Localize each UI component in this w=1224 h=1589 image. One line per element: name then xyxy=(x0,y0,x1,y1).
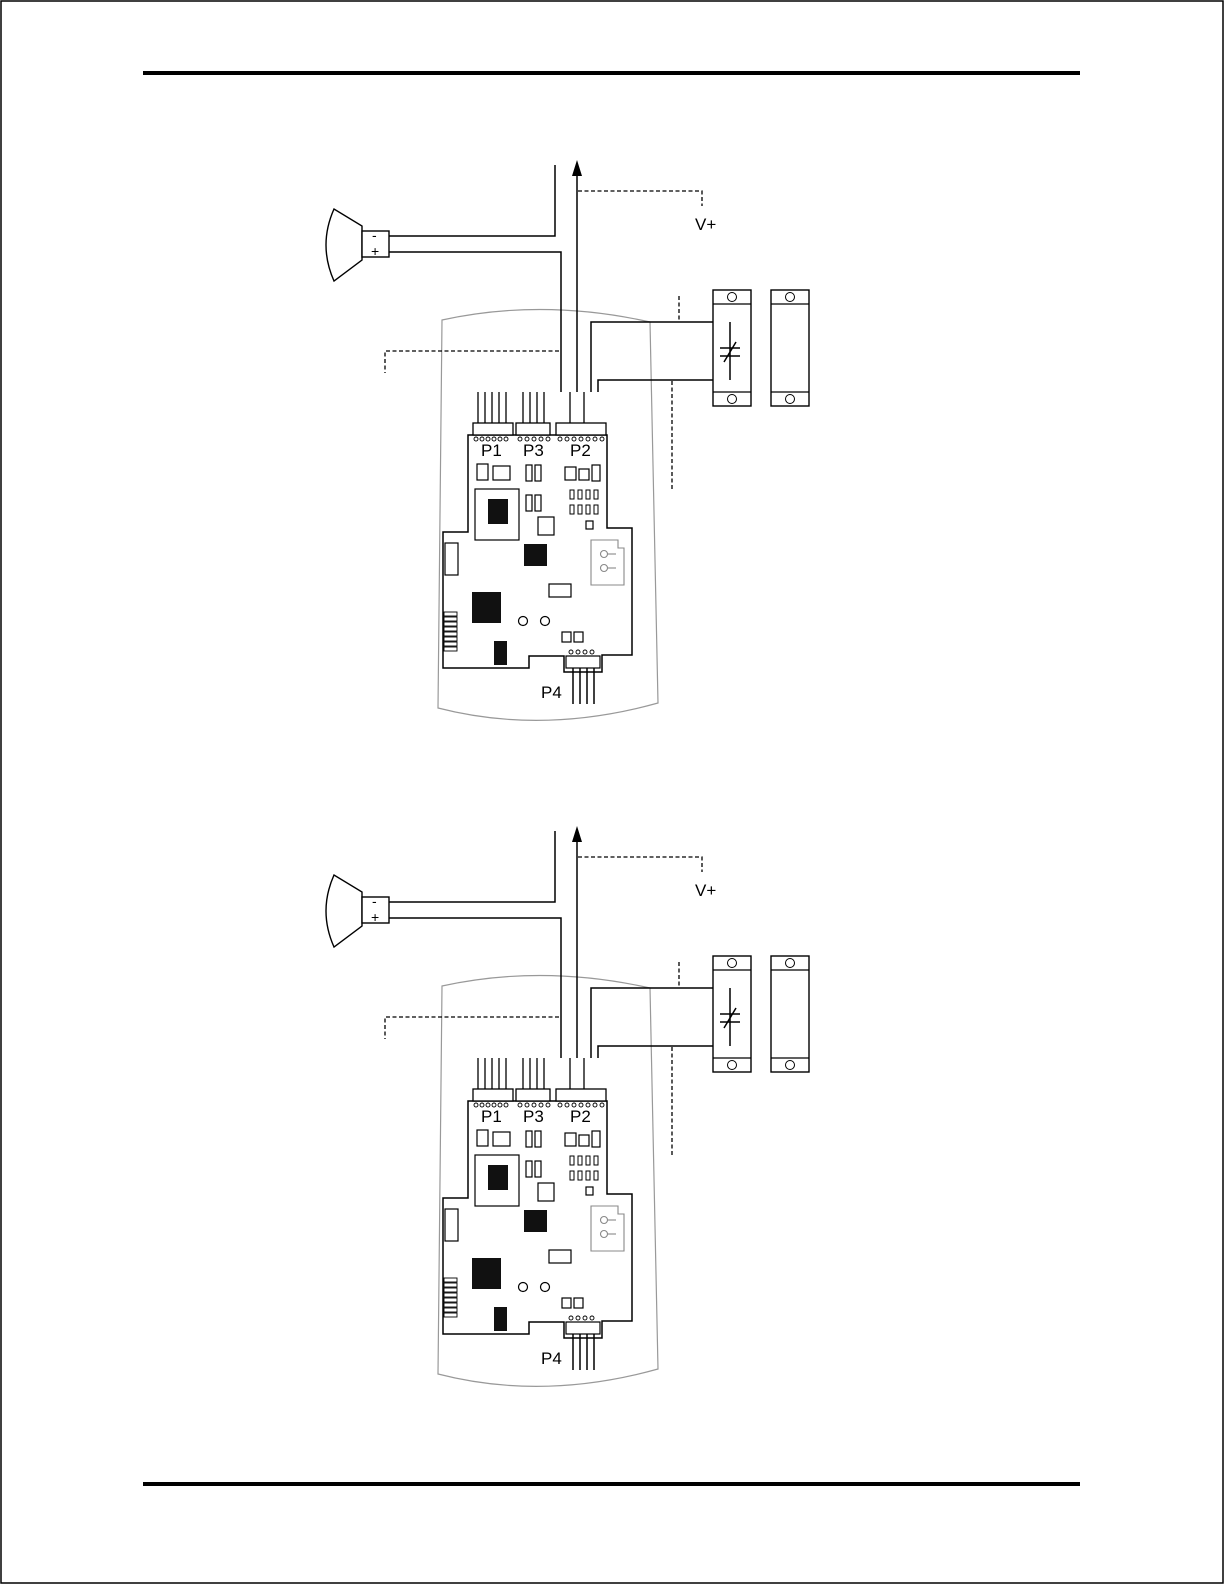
siren-plus-label: + xyxy=(371,909,379,925)
header-p1-label: P1 xyxy=(481,1107,502,1126)
header-p3-label: P3 xyxy=(523,441,544,460)
supply-label: V+ xyxy=(695,215,716,234)
siren-plus-label: + xyxy=(371,243,379,259)
footer-rule xyxy=(143,1482,1080,1486)
header-p4-label: P4 xyxy=(541,683,562,702)
siren-minus-label: - xyxy=(372,227,377,243)
header-p2-label: P2 xyxy=(570,441,591,460)
header-p4-label: P4 xyxy=(541,1349,562,1368)
header-p2-label: P2 xyxy=(570,1107,591,1126)
header-p3-label: P3 xyxy=(523,1107,544,1126)
supply-label: V+ xyxy=(695,881,716,900)
siren-minus-label: - xyxy=(372,893,377,909)
header-p1-label: P1 xyxy=(481,441,502,460)
header-rule xyxy=(143,71,1080,75)
